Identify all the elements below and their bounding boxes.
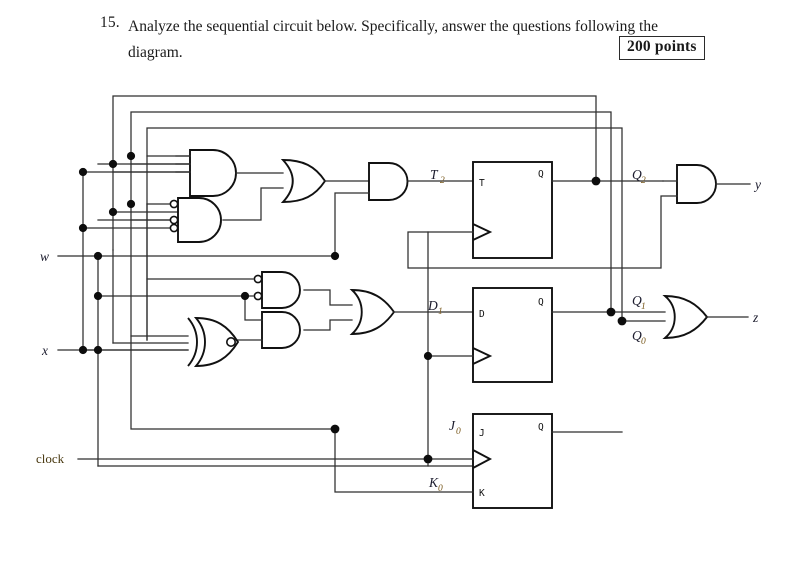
- flipflop-jk0-k-wire: [334, 428, 474, 493]
- k0-signal-label: K: [428, 475, 439, 490]
- and-gate-inverted-inputs: [177, 197, 222, 243]
- and-gate-y: [676, 164, 717, 204]
- and-mid-output-wire: [303, 289, 353, 306]
- input-bubble-icon-mid-2: [253, 291, 263, 301]
- flipflop-t2-input-pin-label: T: [479, 178, 485, 189]
- junction-dot: [126, 151, 136, 161]
- flipflop-jk0-clock-triangle-icon: [472, 449, 493, 469]
- or-gate-t2: [280, 159, 327, 203]
- t2-signal-label: T: [430, 167, 439, 182]
- junction-dot: [78, 167, 88, 177]
- flipflop-d1: [472, 287, 553, 383]
- xnor-gate: [193, 317, 240, 367]
- j0-signal-label: J: [449, 418, 456, 433]
- clock-label: clock: [36, 451, 65, 466]
- junction-dot: [93, 345, 103, 355]
- and-gate-top-inputs: [175, 155, 191, 173]
- flipflop-jk0-j-pin-label: J: [479, 428, 485, 439]
- xnor-gate-extra-arc: [187, 317, 198, 367]
- question-text-line1: Analyze the sequential circuit below. Sp…: [128, 18, 658, 35]
- and-t2-second-input-wire: [334, 192, 370, 257]
- and-gate-top: [189, 149, 237, 197]
- q1-signal-subscript: 1: [641, 302, 646, 312]
- k0-signal-subscript: 0: [438, 484, 443, 494]
- j0-signal-subscript: 0: [456, 427, 461, 437]
- and-gate-inverted-bubbles: [169, 199, 179, 233]
- junction-dot: [126, 199, 136, 209]
- and-y-input-bottom: [407, 195, 678, 269]
- output-label-z: z: [752, 310, 759, 325]
- and-gate-t2: [368, 162, 409, 201]
- and-gate-low: [261, 311, 301, 349]
- output-bubble-icon-xnor: [226, 336, 237, 347]
- and-low-input-from-w: [244, 295, 263, 321]
- q1-signal-label: Q: [632, 293, 642, 308]
- question-text: Analyze the sequential circuit below. Sp…: [128, 14, 740, 66]
- or-gate-z: [662, 295, 709, 339]
- q0-signal-subscript: 0: [641, 337, 646, 347]
- flipflop-d1-clock-triangle-icon: [472, 347, 493, 365]
- junction-dot: [591, 176, 601, 186]
- junction-dots: [78, 151, 627, 464]
- flipflop-d1-output-pin-label: Q: [538, 297, 544, 308]
- input-label-x: x: [41, 343, 48, 358]
- and-bub-output-wire: [222, 187, 284, 221]
- question-text-line2: diagram.: [128, 44, 183, 61]
- t2-signal-subscript: 2: [440, 176, 445, 186]
- flipflop-t2-output-pin-label: Q: [538, 169, 544, 180]
- feedback-wire-q2: [112, 95, 597, 251]
- junction-dot: [617, 316, 627, 326]
- junction-dot: [240, 291, 250, 301]
- q1-bus-seg: [130, 349, 336, 430]
- junction-dot: [330, 251, 340, 261]
- output-label-y: y: [753, 177, 761, 192]
- junction-dot: [606, 307, 616, 317]
- feedback-wire-q1: [130, 111, 612, 351]
- input-bubble-icon-mid-1: [253, 274, 263, 284]
- and-gate-inverted-mid: [261, 271, 301, 309]
- junction-dot: [330, 424, 340, 434]
- flipflop-jk0-k-pin-label: K: [479, 488, 485, 499]
- q2-signal-subscript: 2: [641, 176, 646, 186]
- d1-signal-label: D: [427, 298, 438, 313]
- flipflop-t2: [472, 161, 553, 259]
- question-number: 15.: [100, 14, 120, 31]
- points-badge: 200 points: [619, 36, 705, 60]
- input-bubble-icon-2: [169, 215, 179, 225]
- junction-dot: [78, 345, 88, 355]
- input-bubble-icon-1: [169, 199, 179, 209]
- junction-dot: [108, 159, 118, 169]
- junction-dot: [423, 454, 433, 464]
- q2-signal-label: Q: [632, 167, 642, 182]
- junction-dot: [78, 223, 88, 233]
- junction-dot: [423, 351, 433, 361]
- junction-dot: [93, 291, 103, 301]
- flipflop-jk0-output-pin-label: Q: [538, 422, 544, 433]
- q0-signal-label: Q: [632, 328, 642, 343]
- input-bubble-icon-3: [169, 223, 179, 233]
- and-low-output-wire: [303, 319, 353, 331]
- junction-dot: [93, 251, 103, 261]
- or-gate-d1: [349, 289, 396, 335]
- d1-signal-subscript: 1: [438, 307, 443, 317]
- flipflop-t2-clock-triangle-icon: [472, 223, 493, 241]
- input-label-w: w: [40, 249, 49, 264]
- flipflop-d1-input-pin-label: D: [479, 309, 485, 320]
- junction-dot: [108, 207, 118, 217]
